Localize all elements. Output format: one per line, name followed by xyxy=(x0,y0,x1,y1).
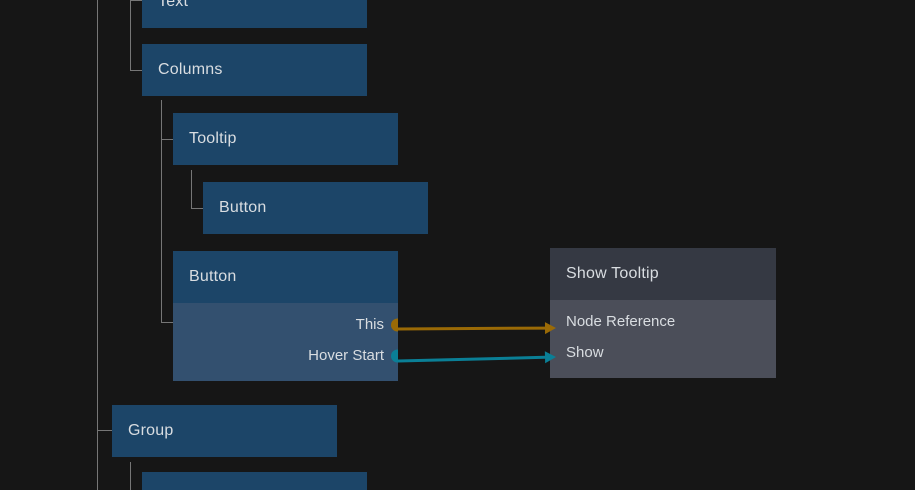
output-port-hover-start-dot[interactable] xyxy=(391,349,398,362)
node-text-title: Text xyxy=(142,0,367,28)
node-text[interactable]: Text xyxy=(142,0,367,28)
tree-tick-tooltip xyxy=(161,139,173,140)
tree-tick-button-child xyxy=(191,208,203,209)
output-port-this-label: This xyxy=(355,316,384,333)
tree-branch-line-columns xyxy=(161,100,162,322)
connection-hover-to-show[interactable] xyxy=(397,351,556,364)
input-port-show-label: Show xyxy=(566,344,604,361)
node-columns[interactable]: Columns xyxy=(142,44,367,96)
output-port-this-dot[interactable] xyxy=(391,318,398,331)
input-port-show[interactable]: Show xyxy=(550,337,776,368)
node-tooltip-title: Tooltip xyxy=(173,113,398,165)
input-port-node-reference-label: Node Reference xyxy=(566,313,676,330)
node-show-tooltip-ports: Node Reference Show xyxy=(550,300,776,378)
node-bottom-clipped[interactable] xyxy=(142,472,367,490)
node-show-tooltip[interactable]: Show Tooltip Node Reference Show xyxy=(550,248,776,388)
tree-branch-line-group xyxy=(130,462,131,490)
node-button-ports: This Hover Start xyxy=(173,303,398,381)
node-group-title: Group xyxy=(112,405,337,457)
output-port-this[interactable]: This xyxy=(173,309,398,340)
node-columns-title: Columns xyxy=(142,44,367,96)
tree-tick-columns xyxy=(130,70,142,71)
node-button-child-title: Button xyxy=(203,182,428,234)
input-port-node-reference[interactable]: Node Reference xyxy=(550,306,776,337)
node-button-child[interactable]: Button xyxy=(203,182,428,234)
output-port-hover-start-label: Hover Start xyxy=(308,347,384,364)
tree-trunk-line xyxy=(97,0,98,490)
node-button[interactable]: Button This Hover Start xyxy=(173,251,398,388)
connection-this-to-node-reference[interactable] xyxy=(397,322,556,335)
node-group[interactable]: Group xyxy=(112,405,337,457)
tree-tick-button xyxy=(161,322,173,323)
node-show-tooltip-title: Show Tooltip xyxy=(550,248,776,300)
connection-line xyxy=(397,355,546,363)
output-port-hover-start[interactable]: Hover Start xyxy=(173,340,398,371)
tree-branch-line-root xyxy=(130,0,131,70)
tree-tick-text xyxy=(130,0,142,1)
node-bottom-clipped-title xyxy=(142,472,367,490)
node-tooltip[interactable]: Tooltip xyxy=(173,113,398,165)
connection-line xyxy=(397,326,546,331)
tree-tick-group xyxy=(97,430,112,431)
tree-branch-line-tooltip xyxy=(191,170,192,208)
node-button-title: Button xyxy=(173,251,398,303)
